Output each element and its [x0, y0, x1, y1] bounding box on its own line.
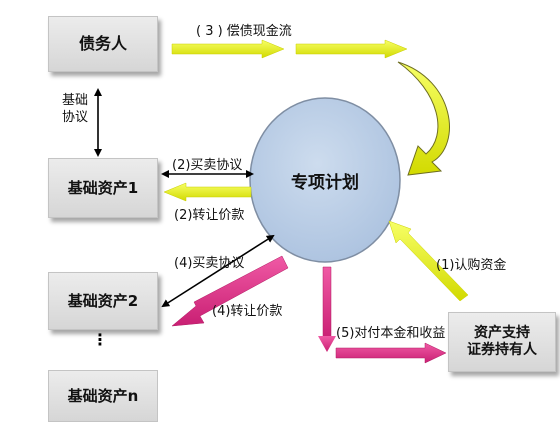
plan-label: 专项计划: [291, 173, 359, 193]
cashflow-curve-arrow: [397, 61, 450, 176]
holder-label-line1: 资产支持: [474, 324, 530, 341]
subscription-arrow: [388, 220, 469, 302]
basic-agreement-line2: 协议: [62, 110, 89, 125]
sale-agreement-1-label: (2)买卖协议: [172, 158, 243, 173]
asset2-box: 基础资产2: [48, 272, 158, 330]
payout-label: (5)对付本金和收益: [336, 326, 446, 341]
transfer-price-2-label: (4)转让价款: [212, 304, 283, 319]
sale-agreement-2-arrow: [161, 234, 275, 308]
subscription-label: (1)认购资金: [436, 258, 507, 273]
basic-agreement-label: 基础 协议: [62, 92, 88, 126]
debtor-box: 债务人: [48, 16, 158, 72]
asset1-box: 基础资产1: [48, 158, 158, 218]
repay-cashflow-label: ( 3 ) 偿债现金流: [196, 24, 292, 39]
cashflow-arrow-1: [171, 39, 285, 59]
basic-agreement-line1: 基础: [62, 93, 89, 108]
transfer-price-1-label: (2)转让价款: [174, 208, 245, 223]
asset2-label: 基础资产2: [67, 291, 139, 310]
payout-arrow-down-head: [318, 336, 336, 352]
assetn-label: 基础资产n: [67, 386, 139, 405]
plan-ellipse: [249, 97, 401, 263]
asset1-label: 基础资产1: [67, 178, 139, 197]
payout-arrow: [322, 266, 332, 341]
assetn-box: 基础资产n: [48, 370, 158, 422]
transfer-price-2-arrow: [171, 255, 289, 327]
holder-label-line2: 证券持有人: [467, 342, 537, 358]
holder-box: 资产支持 证券持有人: [448, 312, 556, 372]
cashflow-arrow-2: [295, 39, 408, 59]
debtor-label: 债务人: [78, 34, 127, 53]
transfer-price-1-arrow: [163, 182, 252, 202]
payout-arrow-horizontal: [335, 342, 447, 364]
sale-agreement-2-label: (4)买卖协议: [174, 256, 245, 271]
ellipsis-dots: ⋮: [92, 330, 108, 349]
